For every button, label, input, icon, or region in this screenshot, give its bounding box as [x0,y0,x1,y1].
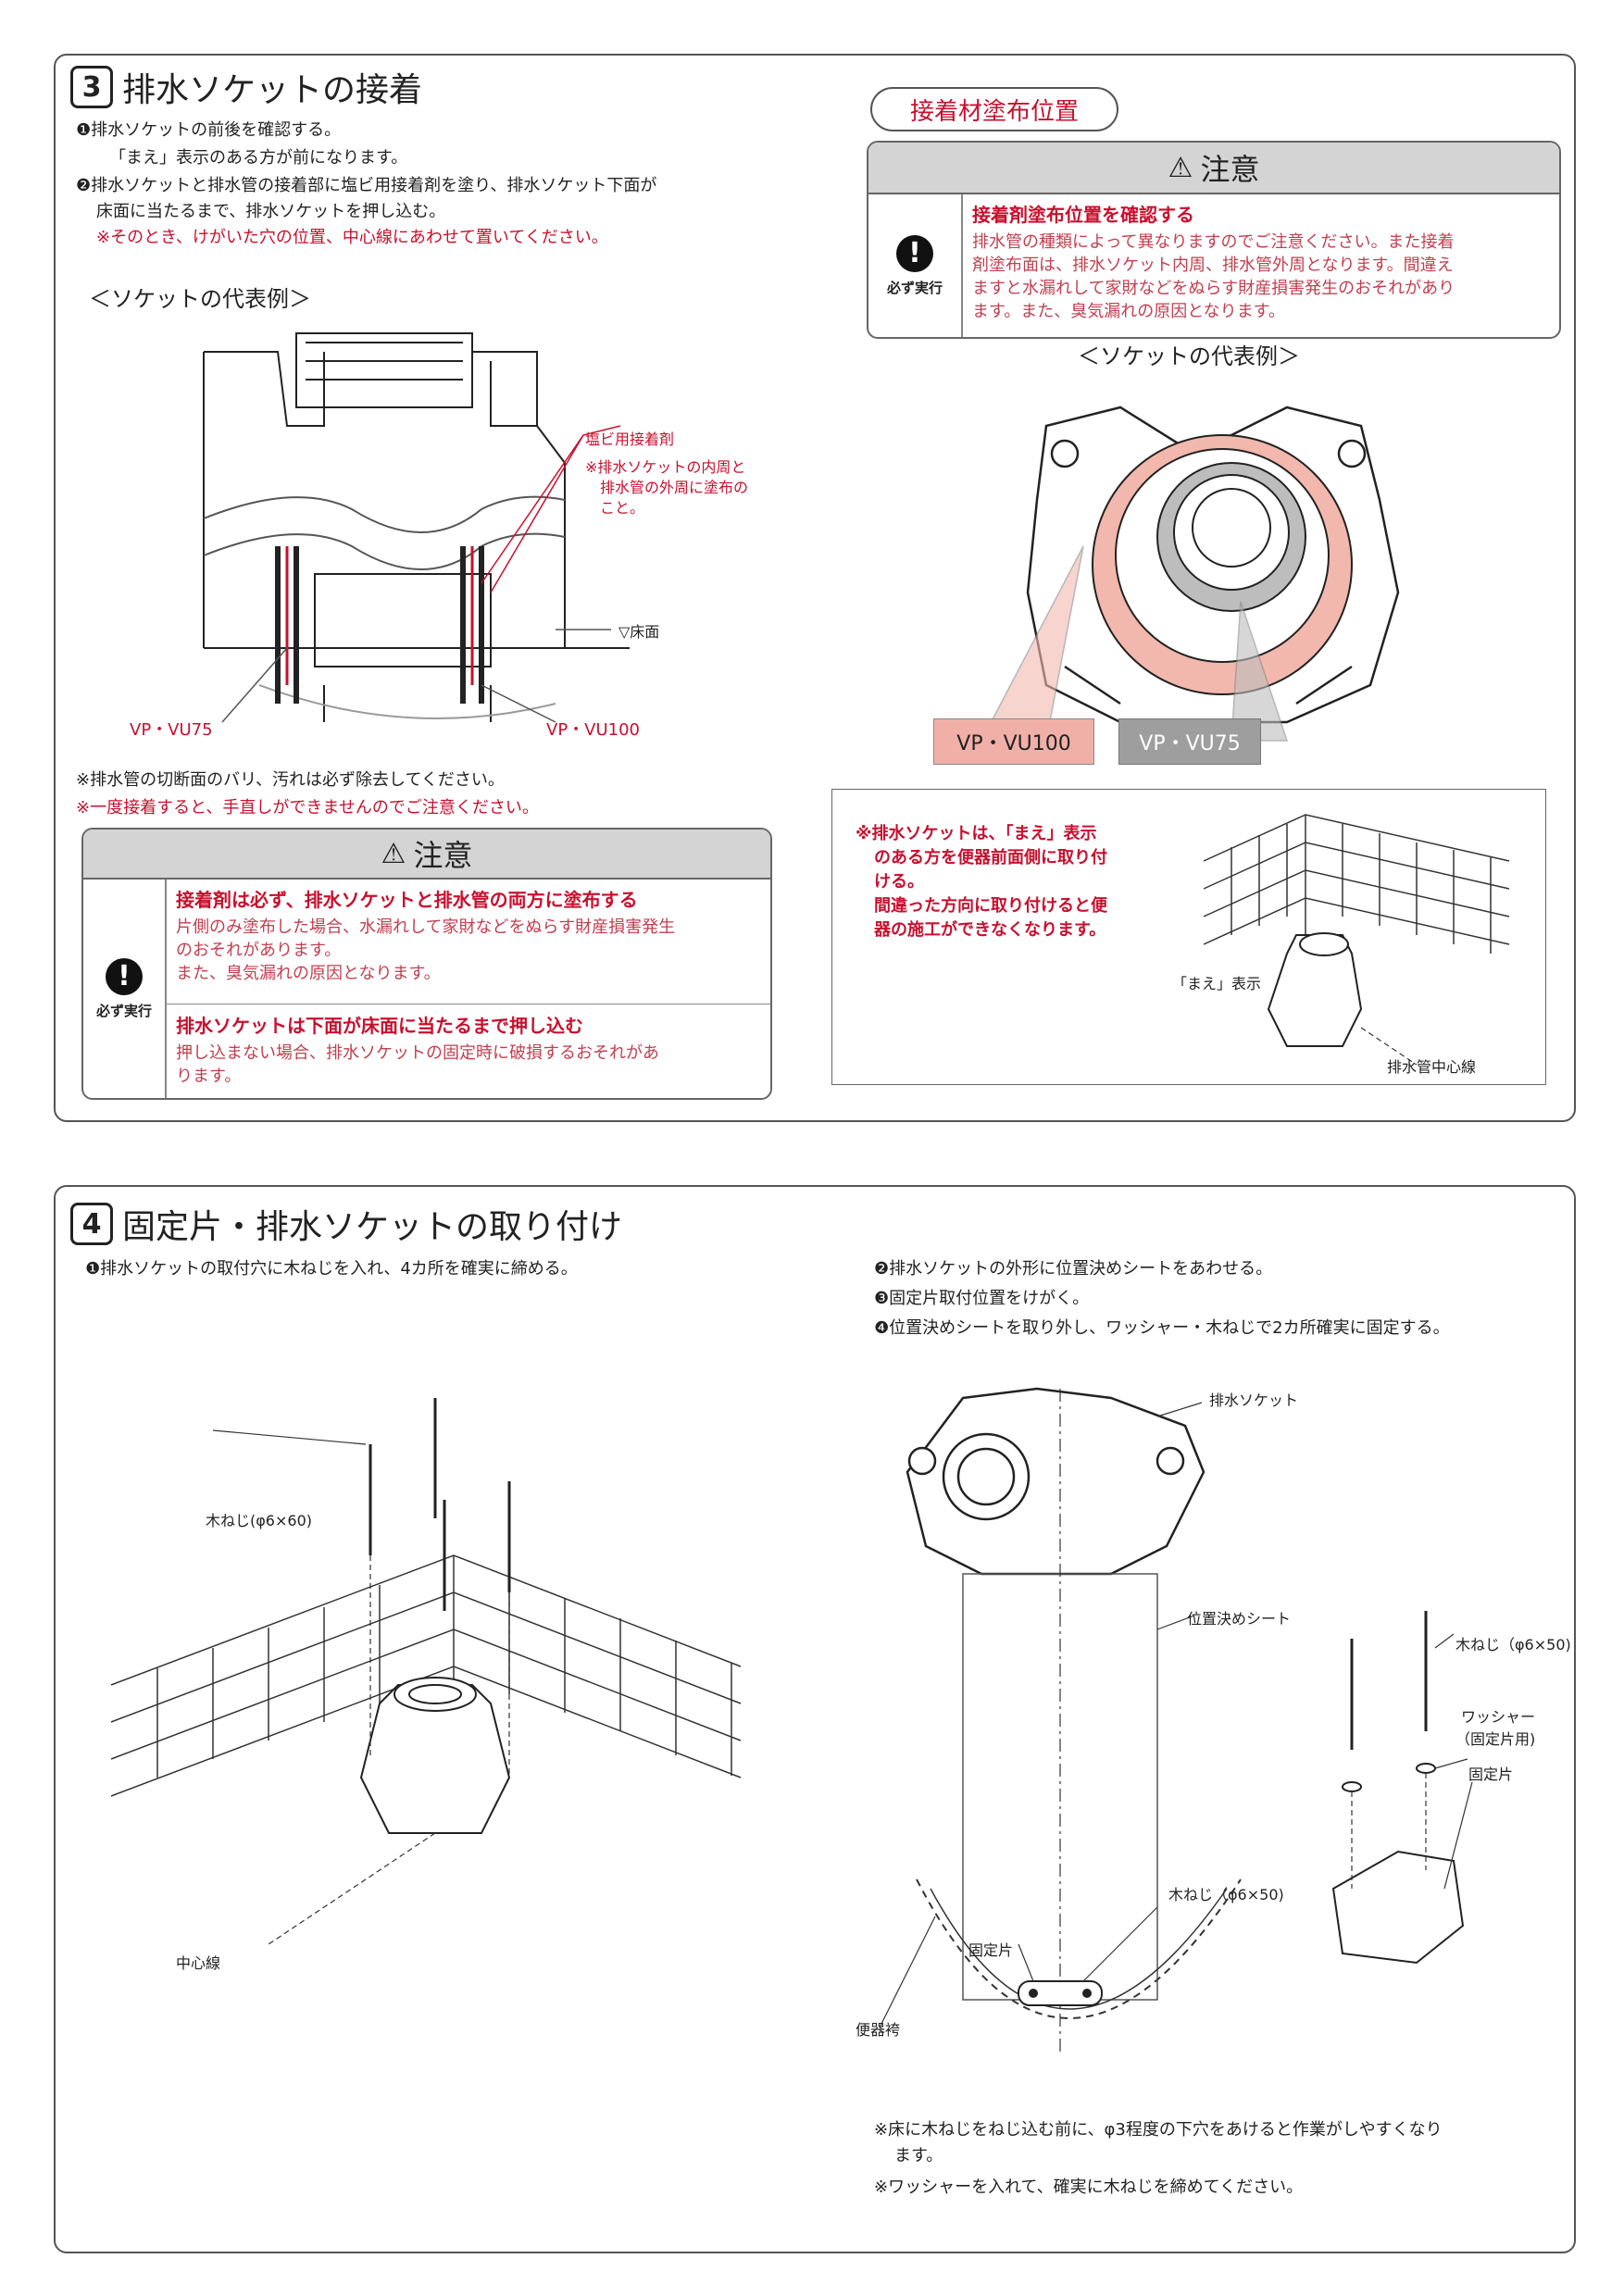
sec3-caution-b2a: 押し込まない場合、排水ソケットの固定時に破損するおそれがあ [176,1043,659,1063]
sec3-right-caution-header: ⚠ 注意 [868,143,1559,194]
sec4-note-1: ※床に木ねじをねじ込む前に、φ3程度の下穴をあけると作業がしやすくなり [874,2120,1443,2140]
sec3-right-caution-box: ⚠ 注意 ! 必ず実行 接着剤塗布位置を確認する 排水管の種類によって異なります… [867,141,1561,339]
direction-note-2: のある方を便器前面側に取り付 [874,848,1107,867]
vp-vu100-label: VP・VU100 [546,720,641,740]
sec3-caution-box: ⚠ 注意 ! 必ず実行 接着剤は必ず、排水ソケットと排水管の両方に塗布する 片側… [81,828,772,1100]
sec3-right-caution-h: 接着剤塗布位置を確認する [972,204,1194,226]
sec3-step2b: 床面に当たるまで、排水ソケットを押し込む。 [96,202,446,221]
adhesive-note-3: こと。 [600,499,645,517]
sec3-caution-h1: 接着剤は必ず、排水ソケットと排水管の両方に塗布する [176,889,638,911]
sec4-step3: ❸固定片取付位置をけがく。 [874,1289,1090,1308]
direction-note-3: ける。 [874,872,924,892]
screw-50-label-a: 木ねじ（φ6×50) [1168,1886,1284,1903]
fixpiece-label-b: 固定片 [1468,1766,1514,1783]
sec3-caution-b2b: ります。 [176,1067,242,1086]
drain-centerline-label: 排水管中心線 [1387,1058,1477,1076]
sec3-note-2: ※一度接着すると、手直しができませんのでご注意ください。 [76,798,539,817]
right-vp-vu100-label: VP・VU100 [933,718,1094,765]
positioning-sheet-diagram [879,1387,1242,2055]
sec4-note-2: ※ワッシャーを入れて、確実に木ねじを締めてください。 [874,2177,1304,2197]
positioning-sheet-label: 位置決めシート [1187,1610,1292,1628]
centerline-label: 中心線 [176,1954,221,1972]
sec3-caution-title: 注意 [413,838,473,873]
mae-label: 「まえ」表示 [1172,975,1262,992]
adhesive-label: 塩ビ用接着剤 [585,430,675,448]
sec3-example-heading: ＜ソケットの代表例＞ [89,286,311,312]
sec4-step1: ❶排水ソケットの取付穴に木ねじを入れ、4カ所を確実に締める。 [85,1259,578,1279]
section-3-title: 3 排水ソケットの接着 [70,63,422,111]
sec3-caution-b1a: 片側のみ塗布した場合、水漏れして家財などをぬらす財産損害発生 [176,917,676,937]
section-3-heading: 排水ソケットの接着 [122,71,423,109]
sec3-right-caution-b2: 剤塗布面は、排水ソケット内周、排水管外周となります。間違え [972,256,1454,275]
right-vp-vu75-label: VP・VU75 [1118,718,1261,765]
socket-top-view-diagram [980,406,1400,742]
socket-cross-section-diagram [203,332,630,723]
screw-50-label-b: 木ねじ（φ6×50) [1455,1636,1571,1653]
exclamation-icon: ! [896,234,933,272]
socket-screw-install-illustration [110,1398,742,1945]
vp-vu75-label: VP・VU75 [130,720,213,740]
sec3-right-caution-side-label: 必ず実行 [886,279,943,296]
section-4-number: 4 [70,1203,113,1245]
sec3-caution-content: 接着剤は必ず、排水ソケットと排水管の両方に塗布する 片側のみ塗布した場合、水漏れ… [176,885,761,985]
washer-label-sub: （固定片用) [1455,1730,1536,1748]
adhesive-note-2: 排水管の外周に塗布の [600,479,749,496]
drain-socket-label: 排水ソケット [1209,1391,1299,1409]
warning-triangle-icon: ⚠ [381,837,406,870]
warning-triangle-icon: ⚠ [1168,151,1193,184]
sec3-caution-side-label: 必ず実行 [95,1002,152,1019]
direction-note-1: ※排水ソケットは、「まえ」表示 [856,824,1097,843]
sec4-step4: ❹位置決めシートを取り外し、ワッシャー・木ねじで2カ所確実に固定する。 [874,1318,1450,1338]
sec3-right-caution-b3: ますと水漏れして家財などをぬらす財産損害発生のおそれがあり [972,279,1455,298]
section-4-title: 4 固定片・排水ソケットの取り付け [70,1200,622,1248]
sec3-note-1: ※排水管の切断面のバリ、汚れは必ず除去してください。 [76,770,505,790]
direction-note-5: 器の施工ができなくなります。 [874,920,1106,940]
sec3-right-caution-b4: ます。また、臭気漏れの原因となります。 [972,302,1285,321]
sec3-caution-header: ⚠ 注意 [83,830,770,880]
adhesive-note-1: ※排水ソケットの内周と [585,458,746,476]
section-4-heading: 固定片・排水ソケットの取り付け [122,1208,623,1246]
sec3-step1b: 「まえ」表示のある方が前になります。 [109,148,408,168]
sec3-direction-note-box [831,789,1546,1085]
benki-hakama-label: 便器袴 [856,2021,901,2039]
sec3-step1: ❶排水ソケットの前後を確認する。 [76,120,342,140]
fixpiece-label-a: 固定片 [968,1941,1014,1959]
sec3-right-caution-b1: 排水管の種類によって異なりますのでご注意ください。また接着 [972,232,1455,252]
sec3-right-caution-title: 注意 [1200,152,1260,187]
sec3-caution-content-2: 排水ソケットは下面が床面に当たるまで押し込む 押し込まない場合、排水ソケットの固… [176,1011,761,1088]
sec3-caution-b1c: また、臭気漏れの原因となります。 [176,964,441,983]
adhesive-position-pill: 接着材塗布位置 [870,87,1118,131]
washer-label: ワッシャー [1461,1708,1536,1726]
sec3-right-example-heading: ＜ソケットの代表例＞ [1078,343,1300,369]
section-3-number: 3 [70,66,113,108]
fixing-piece-exploded-view [1331,1611,1473,1965]
section-4-panel [54,1185,1576,2253]
sec3-right-caution-side: ! 必ず実行 [868,194,963,337]
tile-corner-socket-illustration [1203,814,1510,1066]
screw-60-label: 木ねじ(φ6×60) [206,1512,312,1529]
sec4-note-1b: ます。 [894,2146,943,2165]
sec4-step2: ❷排水ソケットの外形に位置決めシートをあわせる。 [874,1259,1273,1279]
sec3-caution-h2: 排水ソケットは下面が床面に当たるまで押し込む [176,1015,583,1037]
sec3-step2-note: ※そのとき、けがいた穴の位置、中心線にあわせて置いてください。 [96,228,608,247]
sec3-right-caution-content: 接着剤塗布位置を確認する 排水管の種類によって異なりますのでご注意ください。また… [972,200,1550,323]
sec3-step2: ❷排水ソケットと排水管の接着部に塩ビ用接着剤を塗り、排水ソケット下面が [76,176,657,195]
direction-note-4: 間違った方向に取り付けると便 [874,896,1107,916]
sec3-caution-b1b: のおそれがあります。 [176,941,342,960]
sec3-caution-side: ! 必ず実行 [83,880,167,1098]
floor-label: ▽床面 [618,623,660,641]
exclamation-icon: ! [106,957,143,995]
